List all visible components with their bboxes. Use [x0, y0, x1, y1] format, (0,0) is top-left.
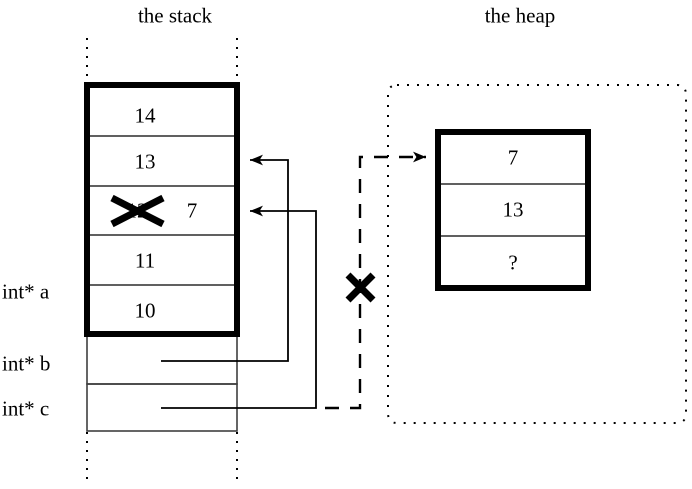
- heap-cell-value-2: ?: [508, 250, 518, 275]
- stack-cell-value-3: 11: [134, 248, 156, 273]
- stack-cell-value-0: 14: [134, 103, 156, 128]
- heap-cell-value-1: 13: [502, 197, 524, 222]
- edge-b-to-stack13: [161, 154, 289, 362]
- struck-value-x-icon: [110, 194, 165, 228]
- stack-cell-value-1: 13: [134, 149, 156, 174]
- pointer-label-c: int* c: [2, 396, 50, 421]
- broken-link-x-icon: [345, 272, 376, 303]
- stack-title: the stack: [137, 3, 213, 28]
- heap-title: the heap: [484, 3, 556, 28]
- stack-cell-value-2-new: 7: [186, 198, 198, 223]
- pointer-label-a: int* a: [2, 279, 50, 304]
- stack-block: [84, 82, 240, 337]
- stack-cell-value-2-old: 12: [126, 198, 148, 223]
- stack-dotted-guides: [86, 38, 238, 482]
- edge-c-to-stack12: [161, 205, 317, 409]
- heap-cell-value-0: 7: [507, 145, 519, 170]
- stack-cell-value-4: 10: [134, 298, 156, 323]
- edge-c-to-heap-dashed: [325, 151, 426, 410]
- heap-region-outline: [387, 84, 687, 424]
- heap-block: [435, 129, 591, 291]
- pointer-label-b: int* b: [2, 351, 51, 376]
- stack-lower-cells: [86, 334, 238, 432]
